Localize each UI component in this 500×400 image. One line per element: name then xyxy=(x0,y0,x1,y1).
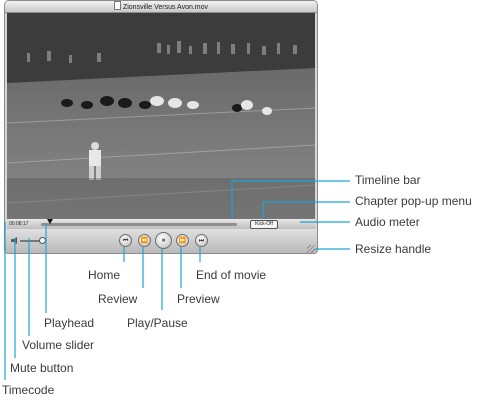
resize-handle-icon[interactable] xyxy=(307,245,315,253)
callout-line-timeline-bar xyxy=(231,180,350,218)
callout-line-chapter-popup xyxy=(262,201,350,218)
label-end-of-movie: End of movie xyxy=(196,268,267,282)
end-of-movie-icon: ⏭ xyxy=(198,237,205,244)
review-button[interactable]: ⏪ xyxy=(138,234,151,247)
timeline-track[interactable] xyxy=(41,223,237,226)
document-icon xyxy=(113,1,121,10)
play-pause-icon: ⏸ xyxy=(161,237,166,244)
window-title: Zionsville Versus Avon.mov xyxy=(122,4,209,11)
mute-icon[interactable] xyxy=(11,237,17,244)
label-chapter-popup-menu: Chapter pop-up menu xyxy=(355,194,472,208)
label-timeline-bar: Timeline bar xyxy=(355,173,421,187)
label-audio-meter: Audio meter xyxy=(355,215,420,229)
player-window: Zionsville Versus Avon.mov xyxy=(4,0,318,254)
play-pause-button[interactable]: ⏸ xyxy=(155,232,172,249)
video-frame[interactable] xyxy=(7,13,315,218)
label-home: Home xyxy=(88,268,121,282)
label-playhead: Playhead xyxy=(44,316,95,330)
label-review: Review xyxy=(98,292,138,306)
chapter-popup-menu[interactable]: Kick-Off xyxy=(250,220,278,229)
preview-button[interactable]: ⏩ xyxy=(176,234,189,247)
label-play-pause: Play/Pause xyxy=(127,316,188,330)
label-preview: Preview xyxy=(177,292,220,306)
label-volume-slider: Volume slider xyxy=(22,338,95,352)
home-button[interactable]: ⏮ xyxy=(119,234,132,247)
end-of-movie-button[interactable]: ⏭ xyxy=(195,234,208,247)
playhead[interactable] xyxy=(47,219,53,224)
controls-bar: ⏮ ⏪ ⏸ ⏩ ⏭ xyxy=(5,229,317,253)
home-icon: ⏮ xyxy=(122,237,129,244)
video-image xyxy=(7,13,315,218)
title-bar[interactable]: Zionsville Versus Avon.mov xyxy=(5,1,317,13)
label-timecode: Timecode xyxy=(2,383,55,397)
timecode: 00:08:17 xyxy=(9,221,29,227)
label-resize-handle: Resize handle xyxy=(355,242,432,256)
preview-icon: ⏩ xyxy=(178,237,187,244)
label-mute-button: Mute button xyxy=(10,361,74,375)
review-icon: ⏪ xyxy=(140,237,149,244)
volume-slider[interactable] xyxy=(20,240,42,242)
